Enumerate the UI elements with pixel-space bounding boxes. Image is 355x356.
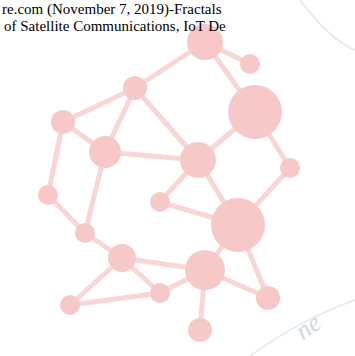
network-dot <box>180 142 216 178</box>
network-dot <box>60 295 80 315</box>
network-dot <box>280 158 300 178</box>
network-dot <box>123 76 147 100</box>
network-dot <box>256 286 280 310</box>
network-link <box>70 293 160 305</box>
cropped-text-line: re.com (November 7, 2019)-Fractals <box>2 1 222 18</box>
cropped-text-line: of Satellite Communications, IoT De <box>4 18 226 35</box>
watermark-arc <box>300 0 355 50</box>
network-dot <box>228 85 282 139</box>
network-dot <box>51 110 75 134</box>
network-dot <box>108 244 136 272</box>
network-dot <box>188 318 212 342</box>
network-dot <box>89 136 121 168</box>
network-dot <box>211 198 265 252</box>
network-dot <box>150 192 170 212</box>
network-dot <box>75 223 95 243</box>
network-dot <box>240 54 260 74</box>
network-dot <box>38 185 58 205</box>
network-dot <box>150 283 170 303</box>
network-dot <box>185 250 225 290</box>
